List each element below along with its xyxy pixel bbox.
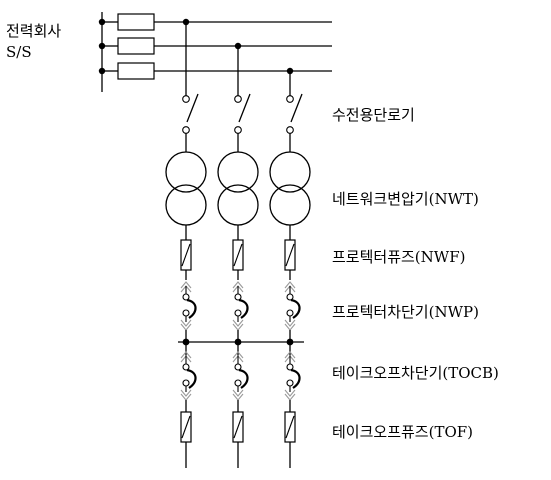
takeoff-breaker-arrow-lower2-2 [232, 393, 244, 401]
takeoff-breaker-arrow-upper-3 [284, 351, 296, 359]
transformer-secondary-coil-1 [165, 184, 207, 226]
label-takeoff-fuse: 테이크오프퓨즈(TOF) [332, 423, 474, 441]
source-label-line2: S/S [6, 43, 32, 61]
protector-breaker-arrow-upper-2 [232, 281, 244, 289]
protector-breaker-contact-top-1 [182, 293, 190, 301]
protector-fuse-slash-1 [181, 243, 191, 267]
takeoff-fuse-slash-2 [233, 415, 243, 439]
takeoff-fuse-slash-1 [181, 415, 191, 439]
takeoff-breaker-arrow-lower2-3 [284, 393, 296, 401]
protector-breaker-blade-2 [238, 298, 249, 319]
disconnector-top-contact-1 [182, 95, 190, 103]
protector-fuse-slash-2 [233, 243, 243, 267]
label-transformer: 네트워크변압기(NWT) [332, 190, 479, 208]
feeder-2-resistor [117, 37, 155, 55]
protector-breaker-contact-bottom-3 [286, 309, 294, 317]
takeoff-breaker-contact-bottom-1 [182, 379, 190, 387]
protector-breaker-contact-top-3 [286, 293, 294, 301]
takeoff-breaker-contact-top-3 [286, 363, 294, 371]
feeder-2-line [98, 37, 332, 55]
takeoff-breaker-contact-top-2 [234, 363, 242, 371]
label-disconnector: 수전용단로기 [332, 106, 415, 124]
protector-fuse-slash-3 [285, 243, 295, 267]
takeoff-breaker-arrow-lower-1 [180, 389, 192, 397]
transformer-primary-coil-1 [165, 151, 207, 193]
protector-breaker-contact-bottom-1 [182, 309, 190, 317]
transformer-primary-coil-2 [217, 151, 259, 193]
transformer-primary-coil-3 [269, 151, 311, 193]
takeoff-breaker-blade-1 [186, 368, 197, 389]
protector-breaker-arrow-lower2-1 [180, 323, 192, 331]
disconnector-blade-3 [290, 93, 303, 123]
protector-breaker-blade-3 [290, 298, 301, 319]
protector-breaker-contact-bottom-2 [234, 309, 242, 317]
unit-column-1 [165, 22, 207, 468]
protector-breaker-arrow-lower-2 [232, 319, 244, 327]
protector-breaker-arrow-lower2-2 [232, 323, 244, 331]
takeoff-breaker-blade-2 [238, 368, 249, 389]
transformer-secondary-coil-3 [269, 184, 311, 226]
takeoff-breaker-arrow-lower-3 [284, 389, 296, 397]
transformer-secondary-coil-2 [217, 184, 259, 226]
label-fuse: 프로텍터퓨즈(NWF) [332, 248, 466, 266]
unit-column-2 [217, 46, 259, 468]
takeoff-breaker-contact-bottom-3 [286, 379, 294, 387]
source-label-line1: 전력회사 [6, 22, 62, 40]
protector-breaker-arrow-lower-1 [180, 319, 192, 327]
protector-breaker-blade-1 [186, 298, 197, 319]
protector-breaker-arrow-upper-1 [180, 281, 192, 289]
feeder-3-line [98, 62, 332, 80]
feeder-1-line [98, 13, 332, 31]
takeoff-breaker-contact-top-1 [182, 363, 190, 371]
takeoff-breaker-contact-bottom-2 [234, 379, 242, 387]
feeder-1-resistor [117, 13, 155, 31]
disconnector-blade-2 [238, 93, 251, 123]
takeoff-breaker-blade-3 [290, 368, 301, 389]
takeoff-breaker-arrow-upper-2 [232, 351, 244, 359]
protector-breaker-arrow-lower2-3 [284, 323, 296, 331]
takeoff-breaker-arrow-upper-1 [180, 351, 192, 359]
disconnector-bottom-contact-1 [182, 126, 190, 134]
takeoff-breaker-arrow-lower2-1 [180, 393, 192, 401]
unit-column-3 [269, 71, 311, 468]
disconnector-bottom-contact-2 [234, 126, 242, 134]
disconnector-bottom-contact-3 [286, 126, 294, 134]
protector-breaker-arrow-upper-3 [284, 281, 296, 289]
label-protector-breaker: 프로텍터차단기(NWP) [332, 303, 479, 321]
protector-breaker-contact-top-2 [234, 293, 242, 301]
feeder-3-resistor [117, 62, 155, 80]
disconnector-blade-1 [186, 93, 199, 123]
disconnector-top-contact-3 [286, 95, 294, 103]
disconnector-top-contact-2 [234, 95, 242, 103]
takeoff-fuse-slash-3 [285, 415, 295, 439]
takeoff-breaker-arrow-lower-2 [232, 389, 244, 397]
protector-breaker-arrow-lower-3 [284, 319, 296, 327]
label-takeoff-breaker: 테이크오프차단기(TOCB) [332, 364, 499, 382]
